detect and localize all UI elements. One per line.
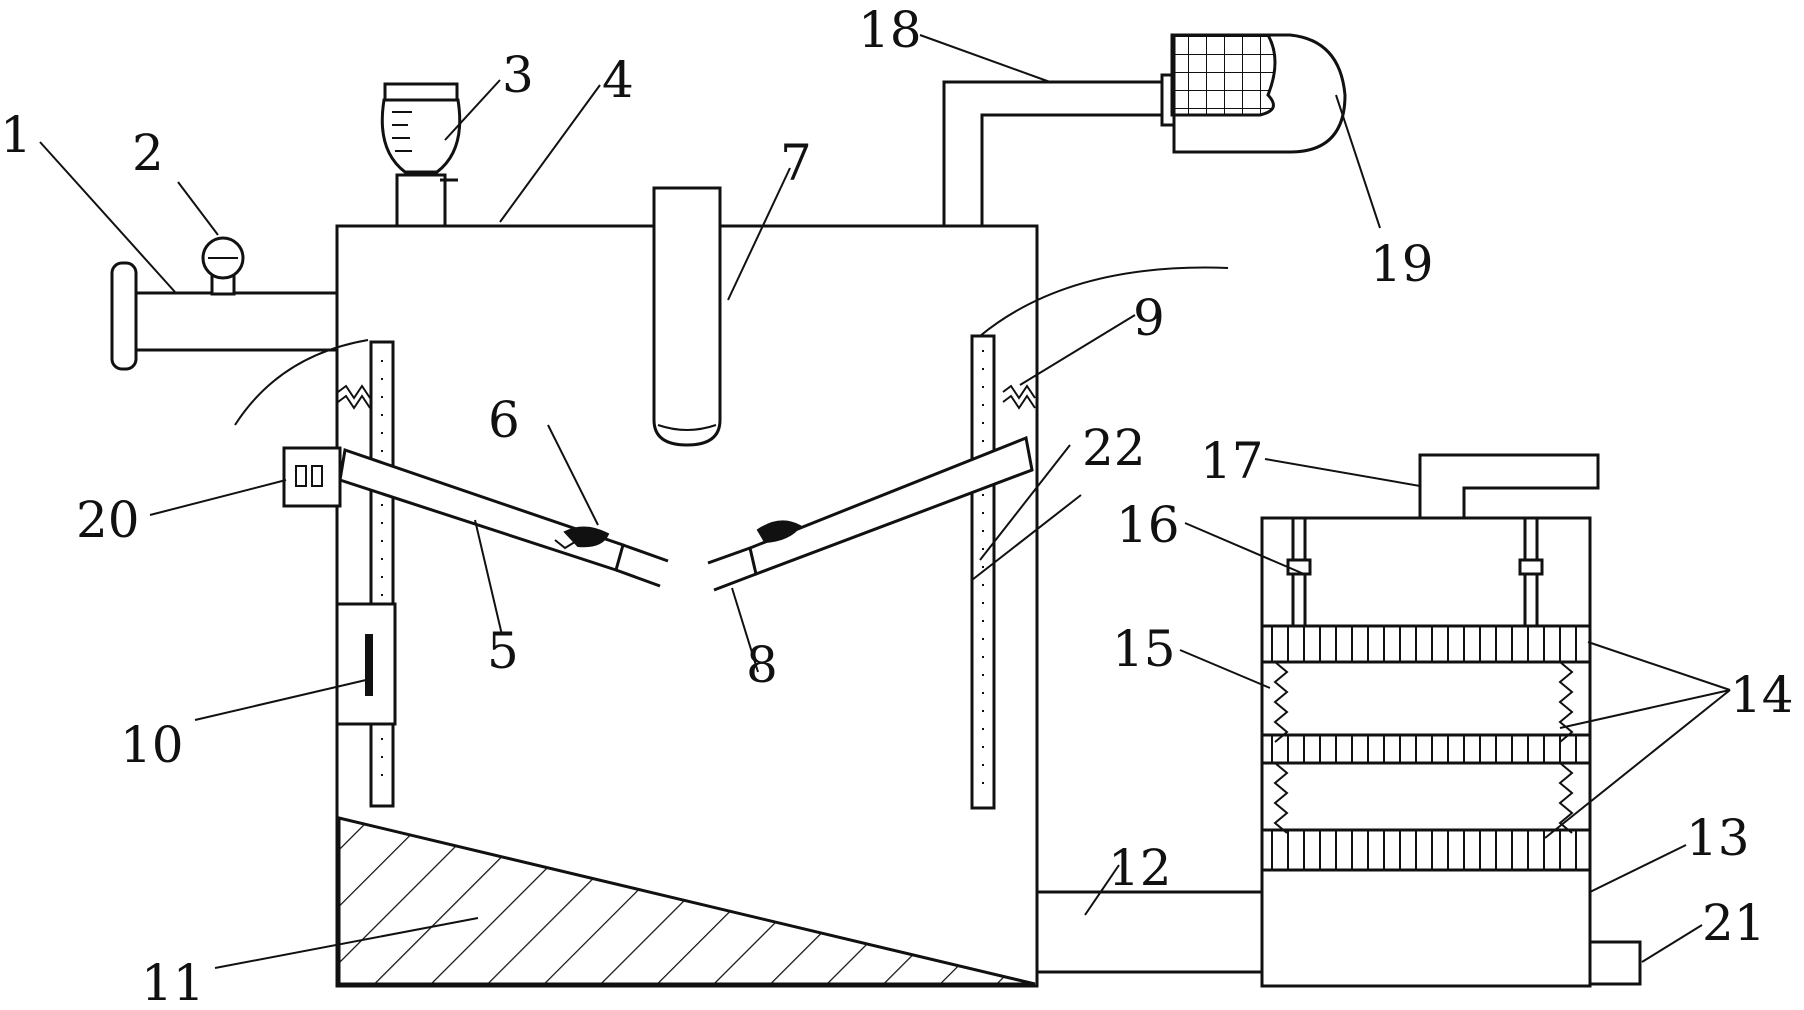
callout-4: 4 — [602, 51, 634, 109]
callout-7: 7 — [780, 134, 812, 192]
callout-21: 21 — [1702, 894, 1766, 952]
hydraulic-rods — [1286, 516, 1544, 628]
inlet-pipe — [110, 261, 339, 371]
right-spring — [1002, 384, 1036, 410]
callout-19: 19 — [1370, 235, 1434, 293]
control-panel — [282, 446, 342, 508]
sight-window — [335, 602, 397, 726]
left-spring — [337, 384, 371, 410]
left-plate — [338, 448, 669, 588]
callout-8: 8 — [746, 636, 778, 694]
top-feeder — [380, 82, 462, 228]
exhaust-duct — [942, 80, 1172, 226]
callout-2: 2 — [132, 124, 164, 182]
press-motor — [1418, 453, 1600, 518]
callout-17: 17 — [1200, 432, 1264, 490]
callout-22: 22 — [1082, 419, 1146, 477]
callout-13: 13 — [1686, 809, 1750, 867]
connecting-pipe — [1037, 890, 1262, 974]
exhaust-fan — [1160, 33, 1347, 154]
pressure-gauge — [201, 236, 245, 296]
right-arc-guide — [979, 266, 1229, 337]
callout-6: 6 — [488, 391, 520, 449]
callout-15: 15 — [1112, 620, 1176, 678]
callout-20: 20 — [76, 491, 140, 549]
left-rail — [369, 340, 395, 808]
callout-14: 14 — [1730, 666, 1794, 724]
sloped-bottom — [337, 816, 1036, 986]
callout-16: 16 — [1116, 496, 1180, 554]
callout-9: 9 — [1133, 289, 1165, 347]
callout-5: 5 — [487, 622, 519, 680]
callout-10: 10 — [120, 716, 184, 774]
filter-layers — [1260, 624, 1592, 872]
callout-12: 12 — [1108, 839, 1172, 897]
center-rod — [652, 186, 722, 447]
callout-18: 18 — [858, 1, 922, 59]
callout-1: 1 — [0, 106, 32, 164]
filter-springs — [1273, 661, 1574, 834]
leader-lines — [39, 34, 1731, 969]
callout-3: 3 — [502, 46, 534, 104]
left-arc-guide — [234, 339, 369, 426]
callout-11: 11 — [141, 954, 205, 1005]
outlet-pipe — [1588, 940, 1642, 986]
right-plate — [707, 435, 1034, 592]
